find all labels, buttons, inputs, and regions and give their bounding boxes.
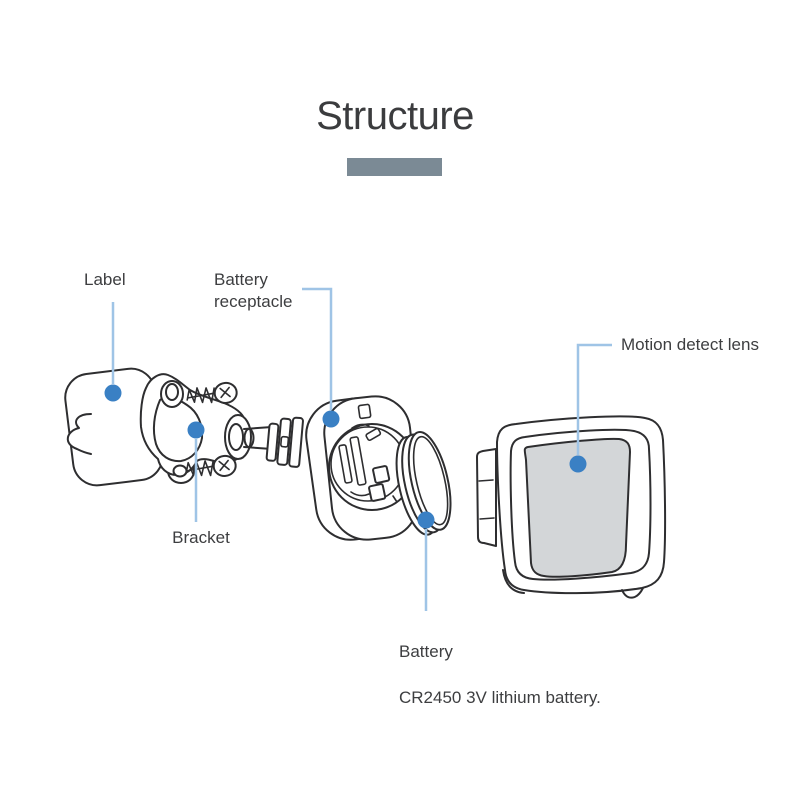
motion-lens-panel: [523, 437, 631, 578]
title-divider-bar: [347, 158, 442, 176]
screw-bottom: [185, 454, 237, 477]
battery-description: CR2450 3V lithium battery.: [399, 688, 601, 707]
callout-dot-battery: [417, 511, 435, 529]
callout-dot-motion-lens: [569, 455, 587, 473]
callout-dot-bracket: [187, 421, 205, 439]
bracket-part: [139, 373, 304, 484]
callout-line-battery-receptacle: [302, 287, 333, 410]
callout-text-bracket: Bracket: [172, 528, 230, 547]
callout-text-battery-receptacle: Battery receptacle: [214, 270, 293, 311]
battery-title: Battery: [399, 642, 453, 661]
device-body-part: [476, 415, 667, 599]
battery-part: [395, 431, 452, 536]
battery-receptacle-part: [305, 395, 419, 541]
callout-line-motion-lens: [576, 343, 612, 455]
callout-text-battery: Battery CR2450 3V lithium battery.: [399, 617, 601, 732]
callout-dot-label: [104, 384, 122, 402]
callout-text-motion-lens: Motion detect lens: [621, 335, 759, 354]
page-title: Structure: [316, 94, 474, 138]
callout-text-label: Label: [84, 270, 126, 289]
callout-dot-battery-receptacle: [322, 410, 340, 428]
screw-top: [186, 381, 238, 404]
label-sticker-part: [64, 367, 164, 487]
